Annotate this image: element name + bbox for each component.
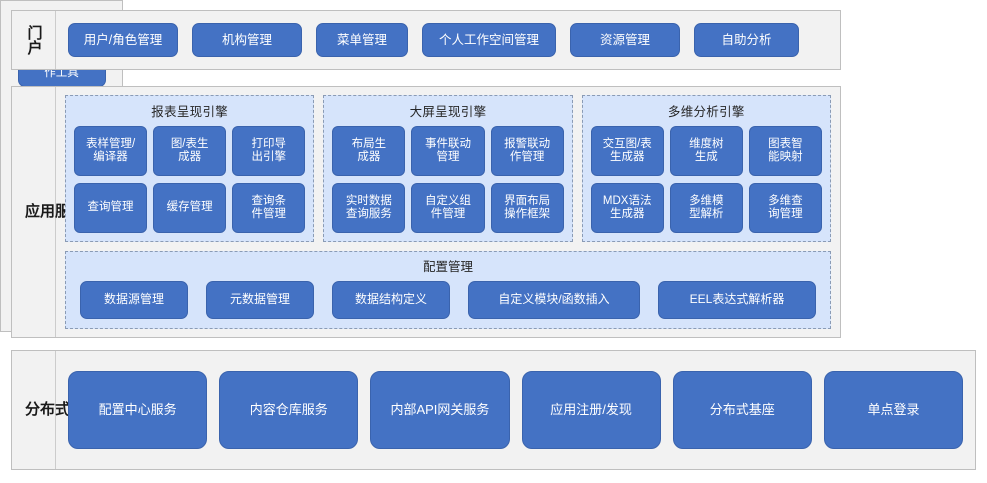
engine-item-interactive-chart-table-generator[interactable]: 交互图/表 生成器 <box>590 126 664 176</box>
dist-item-config-center-service[interactable]: 配置中心服务 <box>68 371 208 449</box>
engine-item-multidimensional-query-management[interactable]: 多维查 询管理 <box>748 183 822 233</box>
engine-item-print-export-engine[interactable]: 打印导 出引擎 <box>232 126 306 176</box>
config-item-metadata-management[interactable]: 元数据管理 <box>206 281 314 319</box>
engine-item-ui-layout-operation-framework[interactable]: 界面布局 操作框架 <box>490 183 564 233</box>
portal-item-menu-management[interactable]: 菜单管理 <box>316 23 408 57</box>
portal-rail-label: 门户 <box>25 25 43 55</box>
engine-item-dimension-tree-generation[interactable]: 维度树 生成 <box>669 126 743 176</box>
distributed-foundation-items: 配置中心服务 内容仓库服务 内部API网关服务 应用注册/发现 分布式基座 单点… <box>56 351 975 469</box>
engine-multidimensional-analysis-title: 多维分析引擎 <box>667 105 745 119</box>
engine-item-chart-smart-mapping[interactable]: 图表智 能映射 <box>748 126 822 176</box>
portal-item-user-role-management[interactable]: 用户/角色管理 <box>68 23 178 57</box>
engine-multidimensional-analysis-items: 交互图/表 生成器 维度树 生成 图表智 能映射 MDX语法 生成器 多维模 型… <box>590 126 822 233</box>
distributed-foundation-band: 分布式基础 配置中心服务 内容仓库服务 内部API网关服务 应用注册/发现 分布… <box>11 350 976 470</box>
dist-item-single-sign-on[interactable]: 单点登录 <box>823 371 964 449</box>
engine-item-alarm-linkage-action-management[interactable]: 报警联动 作管理 <box>490 126 564 176</box>
engine-item-event-linkage-management[interactable]: 事件联动 管理 <box>411 126 485 176</box>
portal-item-organization-management[interactable]: 机构管理 <box>192 23 302 57</box>
engine-item-multidimensional-model-parsing[interactable]: 多维模 型解析 <box>669 183 743 233</box>
engine-report-rendering: 报表呈现引擎 表样管理/ 编译器 图/表生 成器 打印导 出引擎 查询管理 缓存… <box>65 95 315 242</box>
engine-large-screen-rendering-items: 布局生 成器 事件联动 管理 报警联动 作管理 实时数据 查询服务 自定义组 件… <box>332 126 564 233</box>
engine-item-custom-component-management[interactable]: 自定义组 件管理 <box>411 183 485 233</box>
dist-item-distributed-base[interactable]: 分布式基座 <box>672 371 812 449</box>
application-services-body: 报表呈现引擎 表样管理/ 编译器 图/表生 成器 打印导 出引擎 查询管理 缓存… <box>56 87 840 337</box>
config-item-datasource-management[interactable]: 数据源管理 <box>80 281 188 319</box>
dist-item-content-repository-service[interactable]: 内容仓库服务 <box>219 371 359 449</box>
dist-item-app-registration-discovery[interactable]: 应用注册/发现 <box>521 371 661 449</box>
engine-report-rendering-items: 表样管理/ 编译器 图/表生 成器 打印导 出引擎 查询管理 缓存管理 查询条 … <box>74 126 306 233</box>
engine-multidimensional-analysis: 多维分析引擎 交互图/表 生成器 维度树 生成 图表智 能映射 MDX语法 生成… <box>581 95 831 242</box>
portal-item-self-service-analysis[interactable]: 自助分析 <box>694 23 799 57</box>
configuration-management-group: 配置管理 数据源管理 元数据管理 数据结构定义 自定义模块/函数插入 EEL表达… <box>65 251 831 329</box>
config-item-custom-module-function-insertion[interactable]: 自定义模块/函数插入 <box>468 281 640 319</box>
engine-item-report-template-management-compiler[interactable]: 表样管理/ 编译器 <box>74 126 148 176</box>
engine-item-chart-table-generator[interactable]: 图/表生 成器 <box>153 126 227 176</box>
engine-item-query-condition-management[interactable]: 查询条 件管理 <box>232 183 306 233</box>
engine-item-query-management[interactable]: 查询管理 <box>74 183 148 233</box>
application-services-band: 应用服务 报表呈现引擎 表样管理/ 编译器 图/表生 成器 打印导 出引擎 查询… <box>11 86 841 338</box>
engine-large-screen-rendering: 大屏呈现引擎 布局生 成器 事件联动 管理 报警联动 作管理 实时数据 查询服务… <box>323 95 573 242</box>
configuration-management-items: 数据源管理 元数据管理 数据结构定义 自定义模块/函数插入 EEL表达式解析器 <box>76 280 820 320</box>
engine-item-realtime-data-query-service[interactable]: 实时数据 查询服务 <box>332 183 406 233</box>
application-services-rail: 应用服务 <box>12 87 86 337</box>
portal-item-resource-management[interactable]: 资源管理 <box>570 23 680 57</box>
portal-rail: 门户 <box>12 11 56 69</box>
portal-items: 用户/角色管理 机构管理 菜单管理 个人工作空间管理 资源管理 自助分析 <box>56 11 840 69</box>
config-item-eel-expression-parser[interactable]: EEL表达式解析器 <box>658 281 816 319</box>
configuration-management-title: 配置管理 <box>422 260 473 274</box>
engine-report-rendering-title: 报表呈现引擎 <box>151 105 229 119</box>
distributed-foundation-rail-label: 分布式基础 <box>25 401 101 419</box>
engine-item-layout-generator[interactable]: 布局生 成器 <box>332 126 406 176</box>
engine-item-cache-management[interactable]: 缓存管理 <box>153 183 227 233</box>
engine-item-mdx-syntax-generator[interactable]: MDX语法 生成器 <box>590 183 664 233</box>
distributed-foundation-rail: 分布式基础 <box>12 351 101 469</box>
engines-row: 报表呈现引擎 表样管理/ 编译器 图/表生 成器 打印导 出引擎 查询管理 缓存… <box>65 95 831 242</box>
config-item-data-structure-definition[interactable]: 数据结构定义 <box>332 281 450 319</box>
dist-item-internal-api-gateway-service[interactable]: 内部API网关服务 <box>370 371 510 449</box>
engine-large-screen-rendering-title: 大屏呈现引擎 <box>409 105 487 119</box>
portal-item-personal-workspace-management[interactable]: 个人工作空间管理 <box>422 23 556 57</box>
portal-band: 门户 用户/角色管理 机构管理 菜单管理 个人工作空间管理 资源管理 自助分析 <box>11 10 841 70</box>
application-services-rail-label: 应用服务 <box>25 203 86 221</box>
